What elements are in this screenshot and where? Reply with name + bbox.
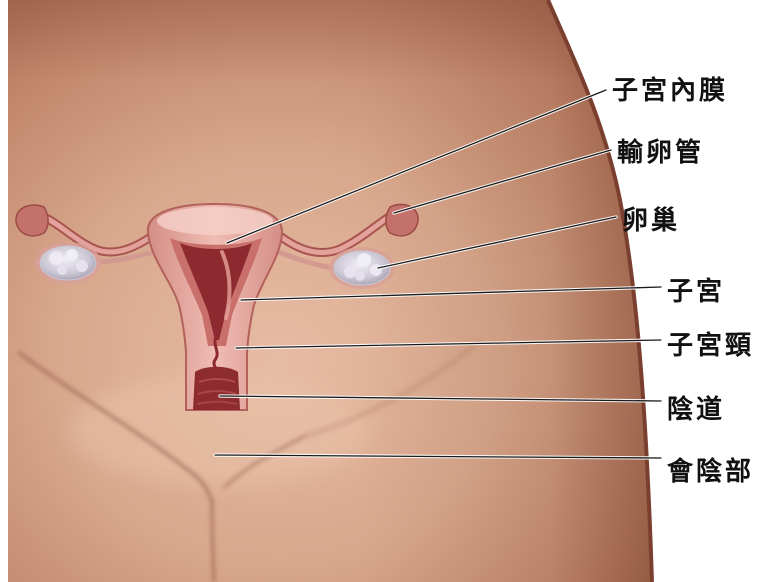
label-cervix: 子宮頸 [667, 330, 754, 361]
label-fallopian-tube: 輸卵管 [617, 137, 704, 168]
label-endometrium: 子宮內膜 [612, 75, 728, 106]
label-perineum: 會陰部 [667, 456, 754, 487]
vagina [193, 367, 240, 410]
label-uterus: 子宮 [667, 276, 725, 307]
left-ovary [35, 242, 101, 284]
left-fimbriae [16, 205, 48, 236]
label-vagina: 陰道 [667, 394, 725, 425]
label-ovary: 卵巢 [622, 206, 680, 236]
